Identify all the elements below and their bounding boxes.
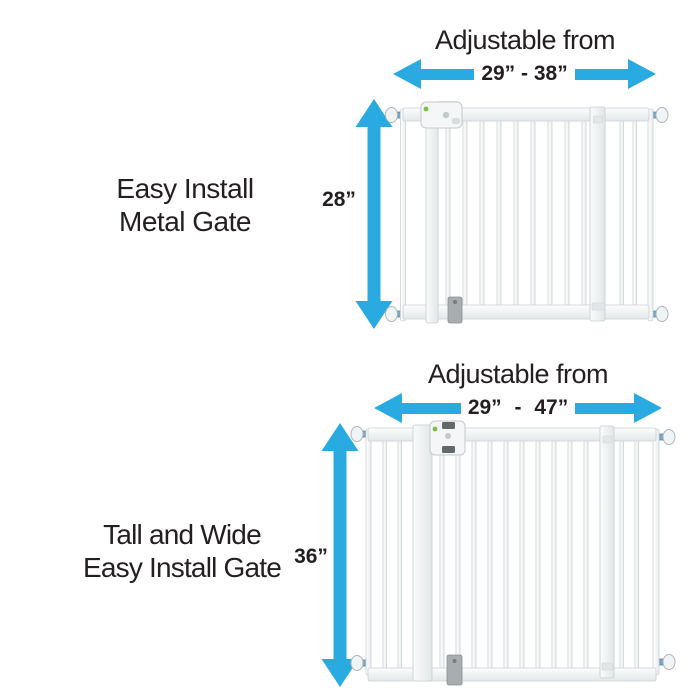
product-name-metal-gate: Easy Install Metal Gate bbox=[100, 172, 270, 238]
width-range-value: 29” - 38” bbox=[481, 62, 568, 85]
product-name-line2: Easy Install Gate bbox=[82, 552, 282, 583]
width-range-value: 29” - 47” bbox=[467, 396, 569, 419]
latch-handle-icon bbox=[429, 420, 466, 456]
adjustable-from-title: Adjustable from bbox=[427, 359, 609, 389]
product-name-line1: Easy Install bbox=[116, 173, 254, 204]
foot-pedal-icon bbox=[446, 654, 463, 686]
left-arrow-icon bbox=[374, 391, 461, 425]
product-name-line2: Metal Gate bbox=[119, 206, 251, 237]
width-annotation: 29” - 38” bbox=[393, 57, 657, 91]
product-name-tall-wide-gate: Tall and Wide Easy Install Gate bbox=[78, 518, 286, 584]
width-annotation: 29” - 47” bbox=[374, 391, 663, 425]
gate-bars bbox=[439, 436, 589, 672]
height-arrow-icon bbox=[321, 423, 359, 687]
left-arrow-icon bbox=[393, 57, 475, 91]
mount-knob-icon bbox=[385, 107, 669, 322]
right-arrow-icon bbox=[575, 391, 663, 425]
right-arrow-icon bbox=[574, 57, 657, 91]
metal-gate-illustration bbox=[385, 101, 669, 324]
gate-bars bbox=[445, 114, 587, 312]
tall-wide-gate-illustration bbox=[350, 420, 676, 686]
adjustable-from-title: Adjustable from bbox=[434, 25, 616, 55]
latch-handle-icon bbox=[420, 101, 463, 129]
height-arrow-icon bbox=[355, 99, 393, 329]
height-value: 28” bbox=[322, 188, 356, 211]
height-value: 36” bbox=[294, 545, 328, 568]
product-name-line1: Tall and Wide bbox=[103, 519, 261, 550]
foot-pedal-icon bbox=[447, 296, 463, 324]
